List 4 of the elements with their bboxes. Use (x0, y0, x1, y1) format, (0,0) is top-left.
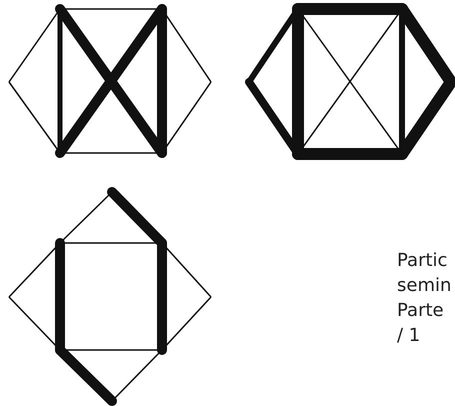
note-text: Partic (397, 250, 448, 272)
note-text: / 1 (397, 325, 420, 347)
note-text: semin (397, 275, 452, 297)
note-text: Parte (397, 300, 444, 322)
